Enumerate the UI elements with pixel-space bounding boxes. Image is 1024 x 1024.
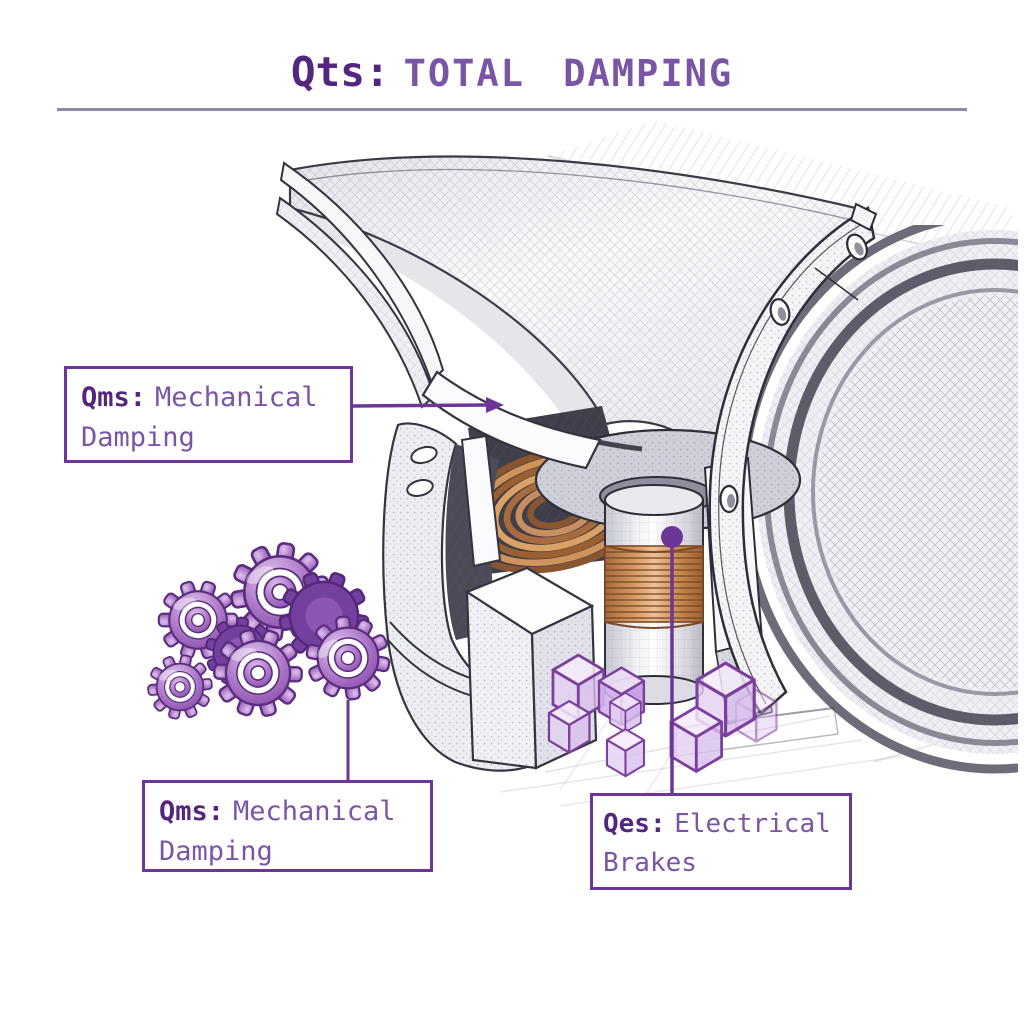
callout-dot-qes xyxy=(661,526,683,548)
callout-rest: Electrical xyxy=(674,809,831,839)
callout-connectors xyxy=(346,397,683,794)
callout-arrow-qms-top xyxy=(352,403,489,408)
callout-rest: Mechanical xyxy=(232,796,396,827)
callout-line1: Qms:Mechanical xyxy=(81,379,336,419)
callout-box-qms-bottom: Qms:Mechanical Damping xyxy=(142,780,433,872)
title-prefix: Qts: xyxy=(290,48,390,96)
flange-bolt-holes xyxy=(719,233,868,514)
callout-prefix: Qms: xyxy=(159,796,225,827)
gear-cluster-icon xyxy=(141,535,396,731)
page-title: Qts: TOTAL DAMPING xyxy=(0,48,1024,96)
callout-line1: Qms:Mechanical xyxy=(159,793,416,833)
callout-arrowhead-icon xyxy=(486,397,504,413)
mounting-flange xyxy=(708,202,878,716)
callout-prefix: Qms: xyxy=(81,382,147,413)
title-label: TOTAL DAMPING xyxy=(403,52,734,95)
callout-line1: Qes: Electrical xyxy=(603,806,839,845)
callout-line2: Damping xyxy=(81,422,195,453)
voice-coil xyxy=(604,484,704,705)
callout-box-qes: Qes: Electrical Brakes xyxy=(590,793,852,890)
magnet-assembly xyxy=(382,422,598,772)
callout-line2: Damping xyxy=(159,836,273,867)
callout-line2: Brakes xyxy=(603,848,697,878)
callout-prefix: Qes: xyxy=(603,809,666,839)
title-rule xyxy=(57,108,967,111)
speaker-surround-rings xyxy=(738,225,1018,774)
callout-box-qms-top: Qms:Mechanical Damping xyxy=(64,366,353,463)
callout-rest: Mechanical xyxy=(154,382,318,413)
